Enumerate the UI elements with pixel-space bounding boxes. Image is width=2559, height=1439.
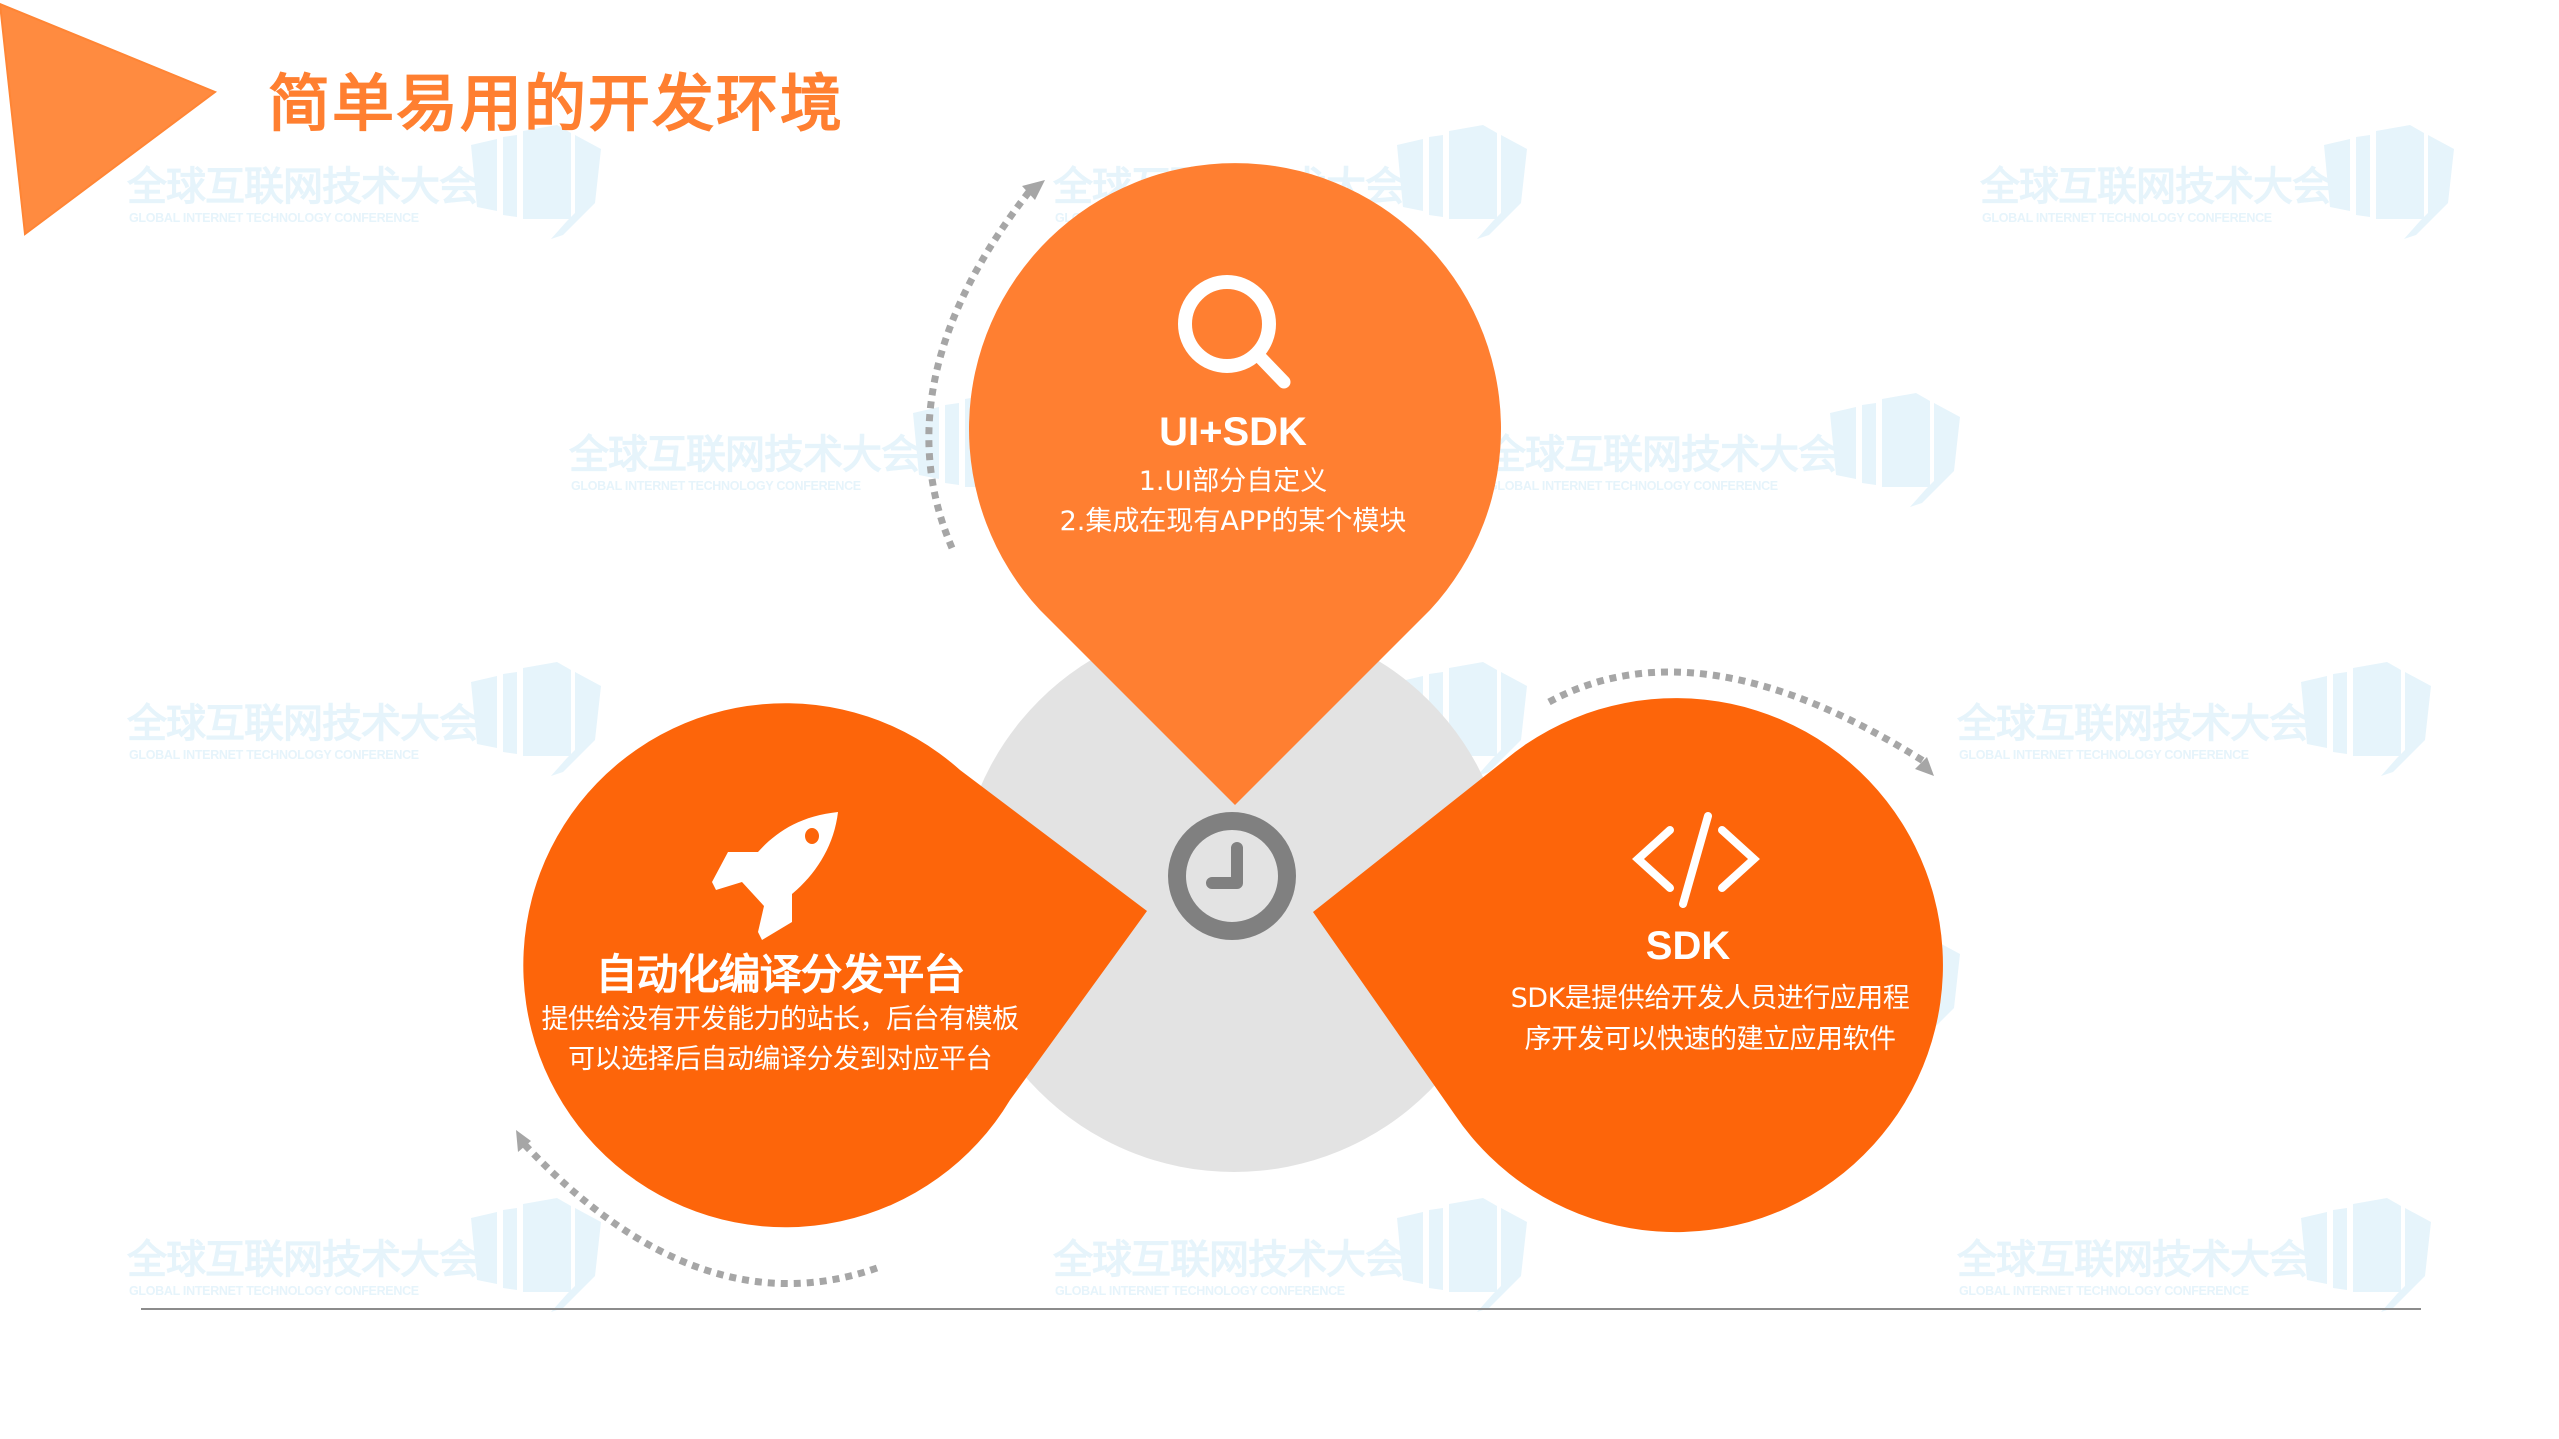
- petal-top-title: UI+SDK: [1159, 410, 1307, 454]
- rocket-icon: [712, 812, 838, 940]
- arrow-arc-bottom-left: [522, 1142, 879, 1288]
- cycle-arrows: [522, 185, 1927, 1288]
- code-icon: [1632, 812, 1760, 908]
- petal-left-title: 自动化编译分发平台: [595, 950, 965, 999]
- bottom-divider: [141, 1308, 2421, 1310]
- petal-right-description: SDK是提供给开发人员进行应用程 序开发可以快速的建立应用软件: [1470, 978, 1950, 1060]
- center-circle: [958, 620, 1510, 1172]
- petal-top-line-2: 2.集成在现有APP的某个模块: [1059, 506, 1407, 537]
- petal-left-description: 提供给没有开发能力的站长，后台有模板 可以选择后自动编译分发到对应平台: [520, 1000, 1040, 1080]
- search-icon: [1178, 275, 1291, 389]
- petal-left-shape: [523, 703, 1147, 1228]
- petal-right-shape: [1313, 698, 1943, 1233]
- petal-left-line-2: 可以选择后自动编译分发到对应平台: [568, 1044, 993, 1075]
- arrow-arc-top-left: [925, 185, 1035, 550]
- petal-right-line-1: SDK是提供给开发人员进行应用程: [1510, 983, 1910, 1014]
- petal-right-line-2: 序开发可以快速的建立应用软件: [1524, 1024, 1897, 1055]
- arrowhead-right-icon: [1915, 757, 1934, 776]
- petal-top-shape: [969, 163, 1502, 805]
- clock-icon: [1168, 812, 1296, 940]
- page-title: 简单易用的开发环境: [268, 67, 845, 140]
- petal-left-line-1: 提供给没有开发能力的站长，后台有模板: [541, 1004, 1020, 1035]
- petal-right-title: SDK: [1645, 924, 1731, 968]
- petal-top-description: 1.UI部分自定义 2.集成在现有APP的某个模块: [983, 462, 1483, 542]
- petal-top-line-1: 1.UI部分自定义: [1138, 466, 1328, 497]
- arrowhead-top-left-icon: [1022, 180, 1045, 200]
- arrow-arc-right: [1547, 668, 1927, 765]
- arrowhead-bottom-left-icon: [516, 1130, 531, 1152]
